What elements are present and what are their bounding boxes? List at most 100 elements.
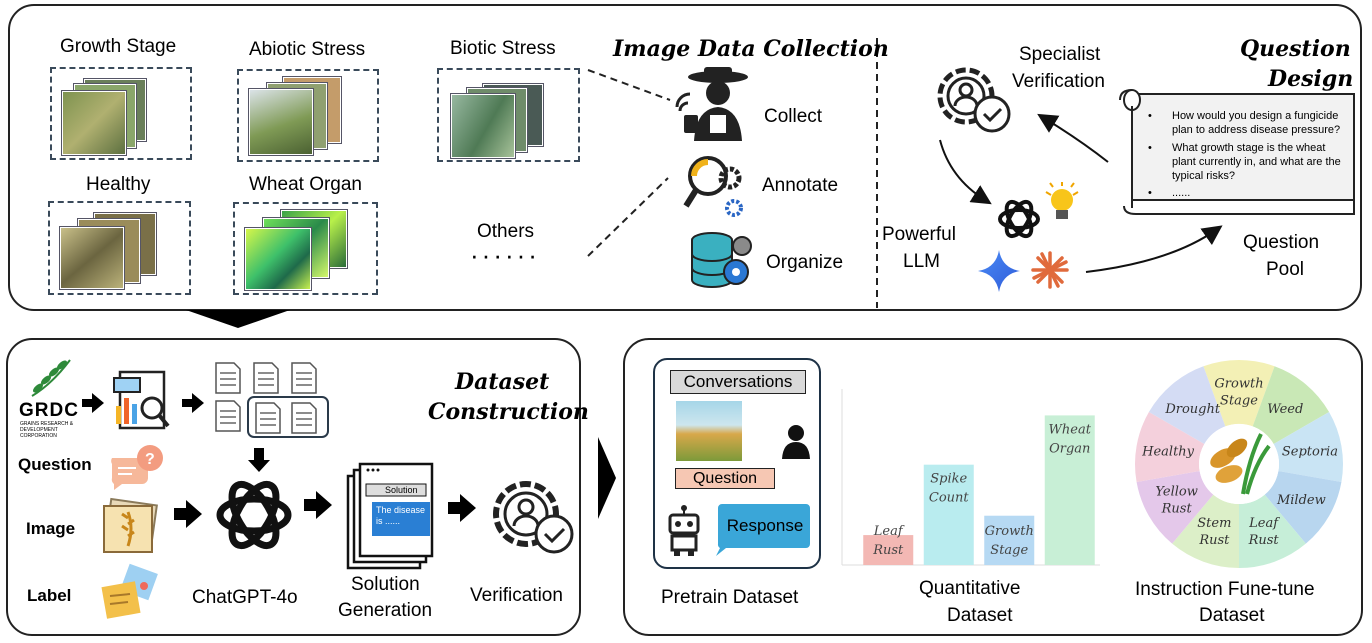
pretrain-card bbox=[653, 358, 821, 569]
wheel-segment bbox=[1203, 360, 1275, 427]
chart-bar-label: Organ bbox=[1049, 441, 1090, 456]
svg-text:?: ? bbox=[145, 451, 155, 468]
organize-database-icon bbox=[691, 232, 752, 288]
grdc-wheat-logo-icon bbox=[31, 359, 71, 397]
verification-label: Verification bbox=[470, 585, 563, 606]
wheel-segment-label: Rust bbox=[1161, 502, 1193, 517]
wheel-segment-label: Yellow bbox=[1155, 485, 1197, 500]
question-pool-label-line2: Pool bbox=[1266, 259, 1305, 280]
solution-document-stack bbox=[346, 462, 434, 570]
wheel-segment-label: Stage bbox=[1220, 394, 1258, 409]
wheel-segment-label: Growth bbox=[1214, 377, 1263, 392]
wheel-segment bbox=[1148, 366, 1226, 444]
claude-logo-icon bbox=[1031, 251, 1069, 289]
question-design-title-line1: Question bbox=[1240, 36, 1351, 62]
farmer-icon bbox=[675, 67, 748, 141]
wheel-segment bbox=[1239, 494, 1306, 568]
question-design-title-line2: Design bbox=[1268, 66, 1354, 92]
quantitative-caption-line1: Quantitative bbox=[919, 578, 1021, 599]
grdc-subtitle: GRAINS RESEARCH & DEVELOPMENT CORPORATIO… bbox=[20, 421, 74, 439]
openai-logo-icon bbox=[998, 199, 1040, 239]
construction-title-line1: Dataset bbox=[455, 369, 550, 395]
photo bbox=[60, 227, 124, 289]
wheel-segment-label: Stem bbox=[1197, 516, 1231, 531]
llm-label-line1: Powerful bbox=[882, 224, 956, 245]
chart-bar bbox=[863, 535, 914, 565]
wheel-segment-label: Leaf bbox=[1248, 516, 1280, 531]
step-collect: Collect bbox=[764, 106, 823, 127]
question-item: What growth stage is the wheat plant cur… bbox=[1172, 142, 1341, 182]
wheel-segment bbox=[1273, 412, 1343, 483]
wheel-segment bbox=[1264, 470, 1342, 544]
wheel-segment-label: Drought bbox=[1164, 402, 1221, 417]
healthy-image-group bbox=[48, 201, 191, 295]
response-bubble bbox=[716, 504, 810, 556]
wheel-segment-label: Weed bbox=[1267, 402, 1303, 417]
category-growth-stage: Growth Stage bbox=[60, 36, 177, 57]
pretrain-wheat-image bbox=[676, 401, 742, 461]
category-abiotic-stress: Abiotic Stress bbox=[249, 39, 366, 60]
construction-title-line2: Construction bbox=[428, 399, 589, 425]
step-annotate: Annotate bbox=[762, 175, 839, 196]
wheat-icon bbox=[1210, 433, 1271, 495]
question-item: How would you design a fungicide plan to… bbox=[1172, 110, 1341, 136]
input-image-label: Image bbox=[26, 519, 76, 538]
photo bbox=[249, 89, 313, 155]
category-others: Others bbox=[477, 221, 535, 242]
chart-bar-label: Wheat bbox=[1049, 422, 1092, 437]
input-question-label: Question bbox=[18, 455, 92, 474]
chart-bar-label: Rust bbox=[872, 543, 904, 558]
instruction-category-wheel: GrowthStageWeedSeptoriaMildewLeafRustSte… bbox=[1135, 360, 1343, 568]
wheel-segment bbox=[1135, 412, 1205, 483]
label-notes-icon bbox=[101, 563, 158, 619]
abiotic-stress-image-group bbox=[237, 69, 379, 162]
category-biotic-stress: Biotic Stress bbox=[450, 38, 556, 59]
others-ellipsis: ······ bbox=[470, 240, 540, 270]
category-wheat-organ: Wheat Organ bbox=[249, 174, 362, 195]
solution-text: The disease is ...... bbox=[376, 505, 426, 526]
question-pool-list: •How would you design a fungicide plan t… bbox=[1148, 110, 1341, 199]
gemini-logo-icon bbox=[978, 250, 1020, 292]
chart-bar bbox=[923, 464, 974, 565]
wheel-segment bbox=[1172, 494, 1239, 568]
question-bubble-icon: ? bbox=[111, 445, 163, 490]
specialist-label-line2: Verification bbox=[1012, 71, 1105, 92]
model-label: ChatGPT-4o bbox=[192, 587, 298, 608]
growth-stage-image-group bbox=[50, 67, 192, 160]
chart-bar bbox=[1044, 415, 1095, 565]
lightbulb-icon bbox=[1045, 182, 1079, 219]
step-organize: Organize bbox=[766, 252, 844, 273]
conversations-tag: Conversations bbox=[670, 370, 806, 394]
question-tag: Question bbox=[675, 468, 775, 489]
specialist-gear-icon bbox=[937, 67, 1011, 133]
chart-bar-label: Leaf bbox=[873, 524, 905, 539]
documents-icon bbox=[215, 362, 329, 438]
wheel-segment-label: Rust bbox=[1248, 533, 1280, 548]
solution-label-line1: Solution bbox=[351, 574, 420, 595]
instruction-caption-line1: Instruction Fune-tune bbox=[1135, 579, 1315, 600]
chart-bar bbox=[984, 515, 1035, 565]
chart-bar-label: Stage bbox=[990, 543, 1028, 558]
photo bbox=[245, 228, 311, 290]
wheel-segment-label: Rust bbox=[1198, 533, 1230, 548]
robot-icon bbox=[668, 505, 700, 556]
chatgpt-logo-icon bbox=[216, 480, 292, 550]
input-label-label: Label bbox=[27, 586, 72, 605]
document-grid bbox=[212, 361, 330, 441]
wheel-segment-label: Mildew bbox=[1276, 493, 1326, 508]
verification-gear-icon bbox=[493, 481, 574, 554]
chart-bar-label: Spike bbox=[930, 472, 967, 487]
data-collection-title: Image Data Collection bbox=[613, 36, 889, 62]
instruction-caption-line2: Dataset bbox=[1199, 605, 1265, 626]
pretrain-caption: Pretrain Dataset bbox=[661, 587, 799, 608]
question-scroll bbox=[1119, 89, 1355, 215]
photo bbox=[451, 94, 515, 158]
quantitative-caption-line2: Dataset bbox=[947, 605, 1013, 626]
response-label: Response bbox=[726, 516, 804, 535]
llm-label-line2: LLM bbox=[903, 251, 940, 272]
